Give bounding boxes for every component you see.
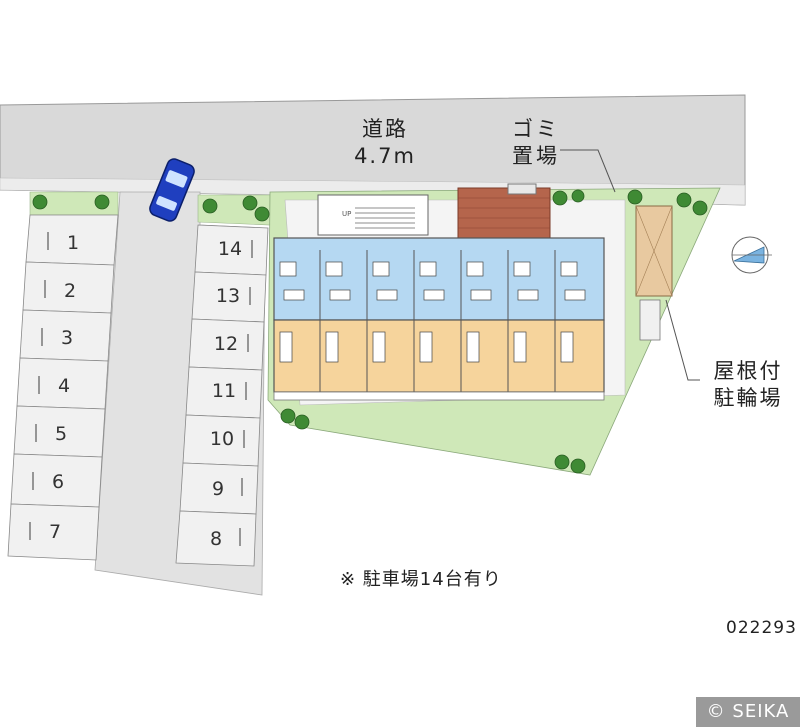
parking-stalls-left	[7, 214, 119, 561]
parking-number: 3	[60, 327, 74, 349]
building-upper	[273, 237, 605, 321]
garbage-label-line2: 置場	[512, 144, 560, 168]
stairs-block	[317, 194, 429, 236]
garbage-area	[457, 187, 551, 241]
brick-pattern	[458, 197, 550, 229]
car-icon	[149, 158, 195, 222]
stairs	[355, 207, 415, 229]
stairs-label: UP	[342, 210, 351, 218]
bike-leader-line	[665, 299, 700, 381]
parking-number: 9	[211, 478, 225, 500]
parking-number: 13	[215, 285, 241, 307]
road-width: 4.7m	[354, 144, 416, 168]
parking-stall	[175, 510, 257, 567]
parking-number: 14	[217, 238, 243, 260]
bike-label-line1: 屋根付	[713, 359, 783, 383]
parking-number: 1	[66, 232, 80, 254]
trees	[32, 189, 708, 474]
compass-icon	[731, 236, 772, 274]
copyright-badge: © SEIKA	[696, 697, 800, 727]
road-label: 道路 4.7m	[340, 116, 430, 170]
garbage-label-line1: ゴミ	[512, 117, 560, 141]
parking-note: ※ 駐車場14台有り	[340, 569, 502, 590]
garbage-label: ゴミ 置場	[496, 116, 576, 170]
garbage-box	[507, 183, 537, 195]
bicycle-rack	[639, 299, 661, 341]
bicycle-roof-pattern	[635, 205, 673, 297]
parking-number: 5	[54, 423, 68, 445]
parking-number: 10	[209, 428, 235, 450]
parking-number: 6	[51, 471, 65, 493]
property-code: 022293	[726, 618, 797, 638]
parking-number: 8	[209, 528, 223, 550]
parking-number: 12	[213, 333, 239, 355]
parking-stalls-right	[175, 224, 269, 567]
road-name: 道路	[362, 117, 408, 141]
parking-number: 2	[63, 280, 77, 302]
parking-number: 4	[57, 375, 71, 397]
parking-number: 7	[48, 521, 62, 543]
parking-number: 11	[211, 380, 237, 402]
bike-label-line2: 駐輪場	[713, 386, 783, 410]
unit-dividers	[319, 250, 556, 392]
bike-parking-label: 屋根付 駐輪場	[700, 358, 796, 412]
unit-fixtures	[279, 261, 586, 363]
wheel-stops	[29, 232, 253, 546]
garbage-leader-line	[560, 149, 616, 193]
parking-stall	[7, 503, 100, 561]
balcony	[273, 391, 605, 401]
